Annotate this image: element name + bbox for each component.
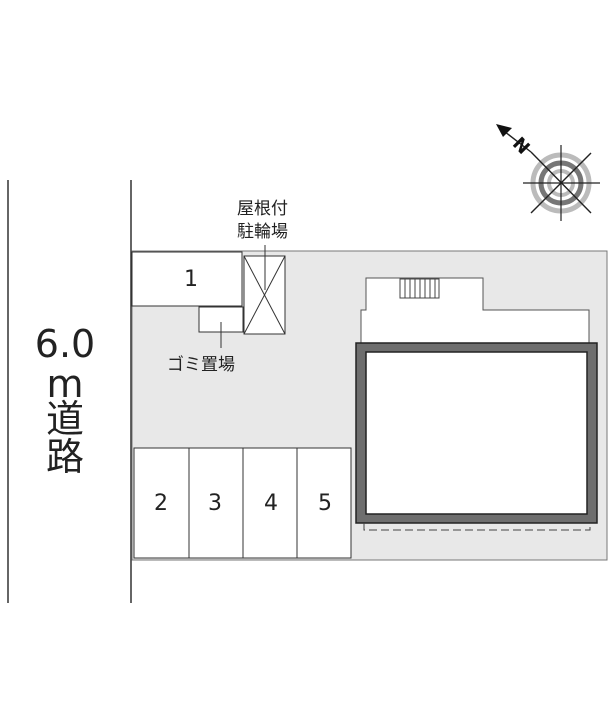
road-label-2: 路 (45, 435, 84, 479)
parking-number-4: 4 (264, 491, 278, 516)
parking-number-2: 2 (154, 491, 168, 516)
road-width: 6.0 (34, 322, 96, 366)
parking-number-5: 5 (318, 491, 332, 516)
bicycle-parking (243, 245, 286, 335)
compass-icon: N (496, 124, 600, 221)
road-label-1: 道 (45, 397, 84, 441)
parking-space-1 (131, 251, 243, 307)
stairs (399, 278, 440, 299)
parking-number-3: 3 (208, 491, 222, 516)
balcony-dashed-line (363, 523, 591, 531)
bicycle-parking-label-2: 駐輪場 (237, 222, 288, 242)
parking-spaces-2-5 (133, 447, 352, 559)
road-unit: m (46, 362, 84, 406)
parking-number-1: 1 (184, 267, 198, 292)
bicycle-parking-label-1: 屋根付 (237, 199, 288, 219)
building (356, 342, 597, 524)
garbage-label: ゴミ置場 (167, 355, 235, 375)
